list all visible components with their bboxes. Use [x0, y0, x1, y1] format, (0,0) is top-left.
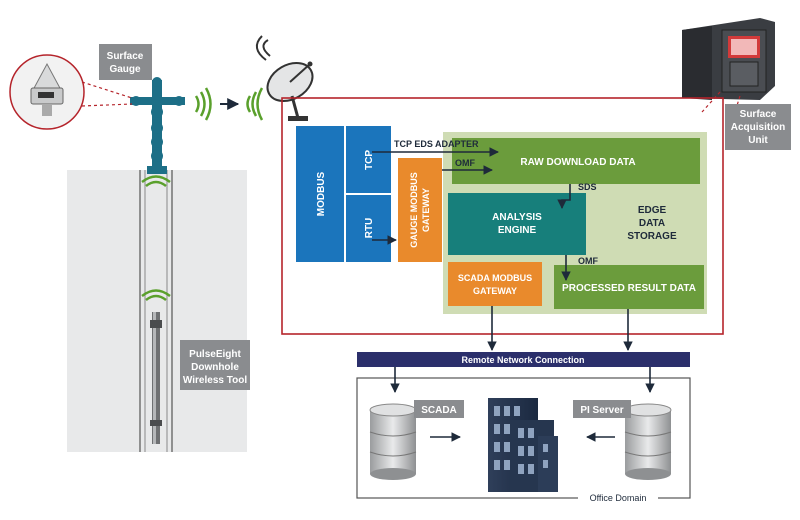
- remote-network-bar: [357, 352, 690, 367]
- remote-network-label: Remote Network Connection: [461, 355, 584, 365]
- office-domain-frame: [356, 377, 691, 499]
- processed-result-block: [554, 265, 704, 309]
- gauge-modbus-gateway-block: [398, 158, 442, 262]
- surface-gauge-zoom: [9, 54, 133, 130]
- analysis-engine-block: [448, 193, 586, 255]
- sds-label: SDS: [578, 182, 597, 192]
- surface-gauge-label-1: Surface: [107, 51, 144, 62]
- analysis-label-1: ANALYSIS: [492, 212, 542, 223]
- scada-gateway-label-1: SCADA MODBUS: [458, 273, 532, 283]
- wellhead-icon: [130, 77, 185, 174]
- scada-label: SCADA: [421, 405, 457, 416]
- office-domain-tag: [578, 490, 658, 504]
- surface-acq-label-3: Unit: [748, 135, 768, 146]
- surface-gauge-label-2: Gauge: [109, 64, 141, 75]
- well-casing: [139, 170, 173, 452]
- edge-label-1: EDGE: [638, 205, 667, 216]
- office-building-icon: [488, 398, 558, 492]
- raw-to-analysis-arrow: [557, 184, 571, 209]
- gauge-gateway-label-2: GATEWAY: [421, 188, 431, 232]
- edge-label-2: DATA: [639, 218, 665, 229]
- downhole-tool-tag: [180, 340, 250, 390]
- wireless-signal-icon: [141, 175, 171, 302]
- gauge-gateway-label-1: GAUGE MODBUS: [409, 172, 419, 248]
- office-domain-label: Office Domain: [590, 493, 647, 503]
- surface-acq-label-2: Acquisition: [731, 122, 785, 133]
- pi-server-tag: [573, 400, 631, 418]
- analysis-label-2: ENGINE: [498, 225, 537, 236]
- scada-database-icon: [369, 403, 417, 480]
- raw-download-block: [452, 138, 700, 184]
- acquisition-unit-icon: [682, 18, 775, 100]
- processed-label: PROCESSED RESULT DATA: [562, 283, 696, 294]
- tcp-eds-adapter-label: TCP EDS ADAPTER: [394, 139, 479, 149]
- raw-download-label: RAW DOWNLOAD DATA: [520, 157, 635, 168]
- dish-signal-icon: [246, 87, 264, 121]
- downhole-tool: [150, 312, 162, 444]
- satellite-dish-icon: [255, 35, 314, 121]
- omf-top-label: OMF: [455, 158, 475, 168]
- wellhead-signal-icon: [194, 87, 212, 121]
- edge-label-3: STORAGE: [627, 231, 677, 242]
- surface-acquisition-tag: [725, 104, 791, 150]
- rtu-label: RTU: [364, 218, 375, 239]
- modbus-label: MODBUS: [316, 171, 327, 216]
- scada-modbus-gateway-block: [448, 262, 542, 306]
- scada-gateway-label-2: GATEWAY: [473, 286, 517, 296]
- acq-connector-line: [701, 91, 721, 113]
- downhole-label-1: PulseEight: [189, 349, 241, 360]
- tcp-label: TCP: [364, 150, 375, 170]
- surface-gauge-tag: [99, 44, 152, 80]
- scada-tag: [414, 400, 464, 418]
- pi-server-label: PI Server: [580, 405, 623, 416]
- downhole-label-3: Wireless Tool: [183, 375, 247, 386]
- pi-server-database-icon: [624, 403, 672, 480]
- omf-bottom-label: OMF: [578, 256, 598, 266]
- system-frame: [281, 97, 724, 335]
- downhole-label-2: Downhole: [191, 362, 239, 373]
- surface-acq-label-1: Surface: [740, 109, 777, 120]
